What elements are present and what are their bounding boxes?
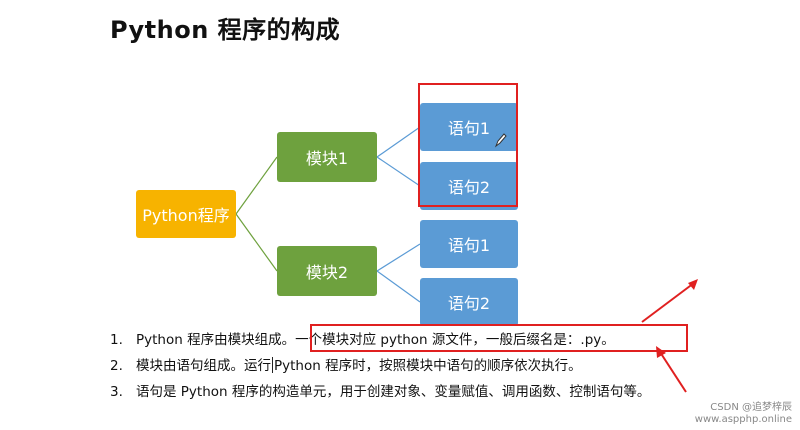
annotation-arrow-1 (641, 282, 695, 323)
list-item-text: 模块由语句组成。运行 (136, 358, 271, 374)
list-item-text: 语句是 Python 程序的构造单元，用于创建对象、变量赋值、调用函数、控制语句… (136, 384, 651, 400)
list-item-number: 3. (110, 384, 123, 400)
connector-root-module2 (235, 213, 278, 272)
connector-module1-stmt2 (376, 156, 421, 187)
points-list: 1. Python 程序由模块组成。一个模块对应 python 源文件，一般后缀名… (110, 330, 650, 408)
highlight-box-module-file (310, 324, 688, 352)
connector-module1-stmt1 (376, 126, 421, 158)
list-item-number: 2. (110, 358, 123, 374)
connector-module2-stmt2 (376, 270, 421, 303)
list-item-text-highlighted: 一个模块对应 python 源文件，一般后缀名是：.py。 (295, 332, 615, 348)
list-item-number: 1. (110, 332, 123, 348)
slide-title: Python 程序的构成 (110, 16, 341, 44)
text-cursor (272, 357, 273, 373)
watermark-line-1: CSDN @追梦梓辰 (710, 402, 792, 413)
highlight-box-statements (418, 83, 518, 207)
connector-root-module1 (235, 156, 278, 215)
list-item-text: Python 程序由模块组成。 (136, 332, 296, 348)
annotation-arrow-2 (659, 351, 687, 393)
watermark-line-2: www.aspphp.online (694, 414, 792, 425)
pen-cursor-icon (494, 133, 507, 148)
statement-node-1-2: 语句2 (420, 162, 518, 210)
module-node-2: 模块2 (277, 246, 377, 296)
module-node-1: 模块1 (277, 132, 377, 182)
connector-module2-stmt1 (376, 243, 421, 272)
list-item-text-continued: Python 程序时，按照模块中语句的顺序依次执行。 (274, 358, 582, 374)
statement-node-1-1: 语句1 (420, 103, 518, 151)
list-item: 3. 语句是 Python 程序的构造单元，用于创建对象、变量赋值、调用函数、控制… (110, 382, 650, 408)
statement-node-2-1: 语句1 (420, 220, 518, 268)
list-item: 1. Python 程序由模块组成。一个模块对应 python 源文件，一般后缀名… (110, 330, 650, 356)
statement-node-2-2: 语句2 (420, 278, 518, 326)
root-node-python-program: Python程序 (136, 190, 236, 238)
annotation-arrowhead-2 (656, 346, 666, 358)
annotation-arrowhead-1 (688, 279, 698, 290)
watermark: CSDN @追梦梓辰 www.aspphp.online (695, 402, 792, 426)
